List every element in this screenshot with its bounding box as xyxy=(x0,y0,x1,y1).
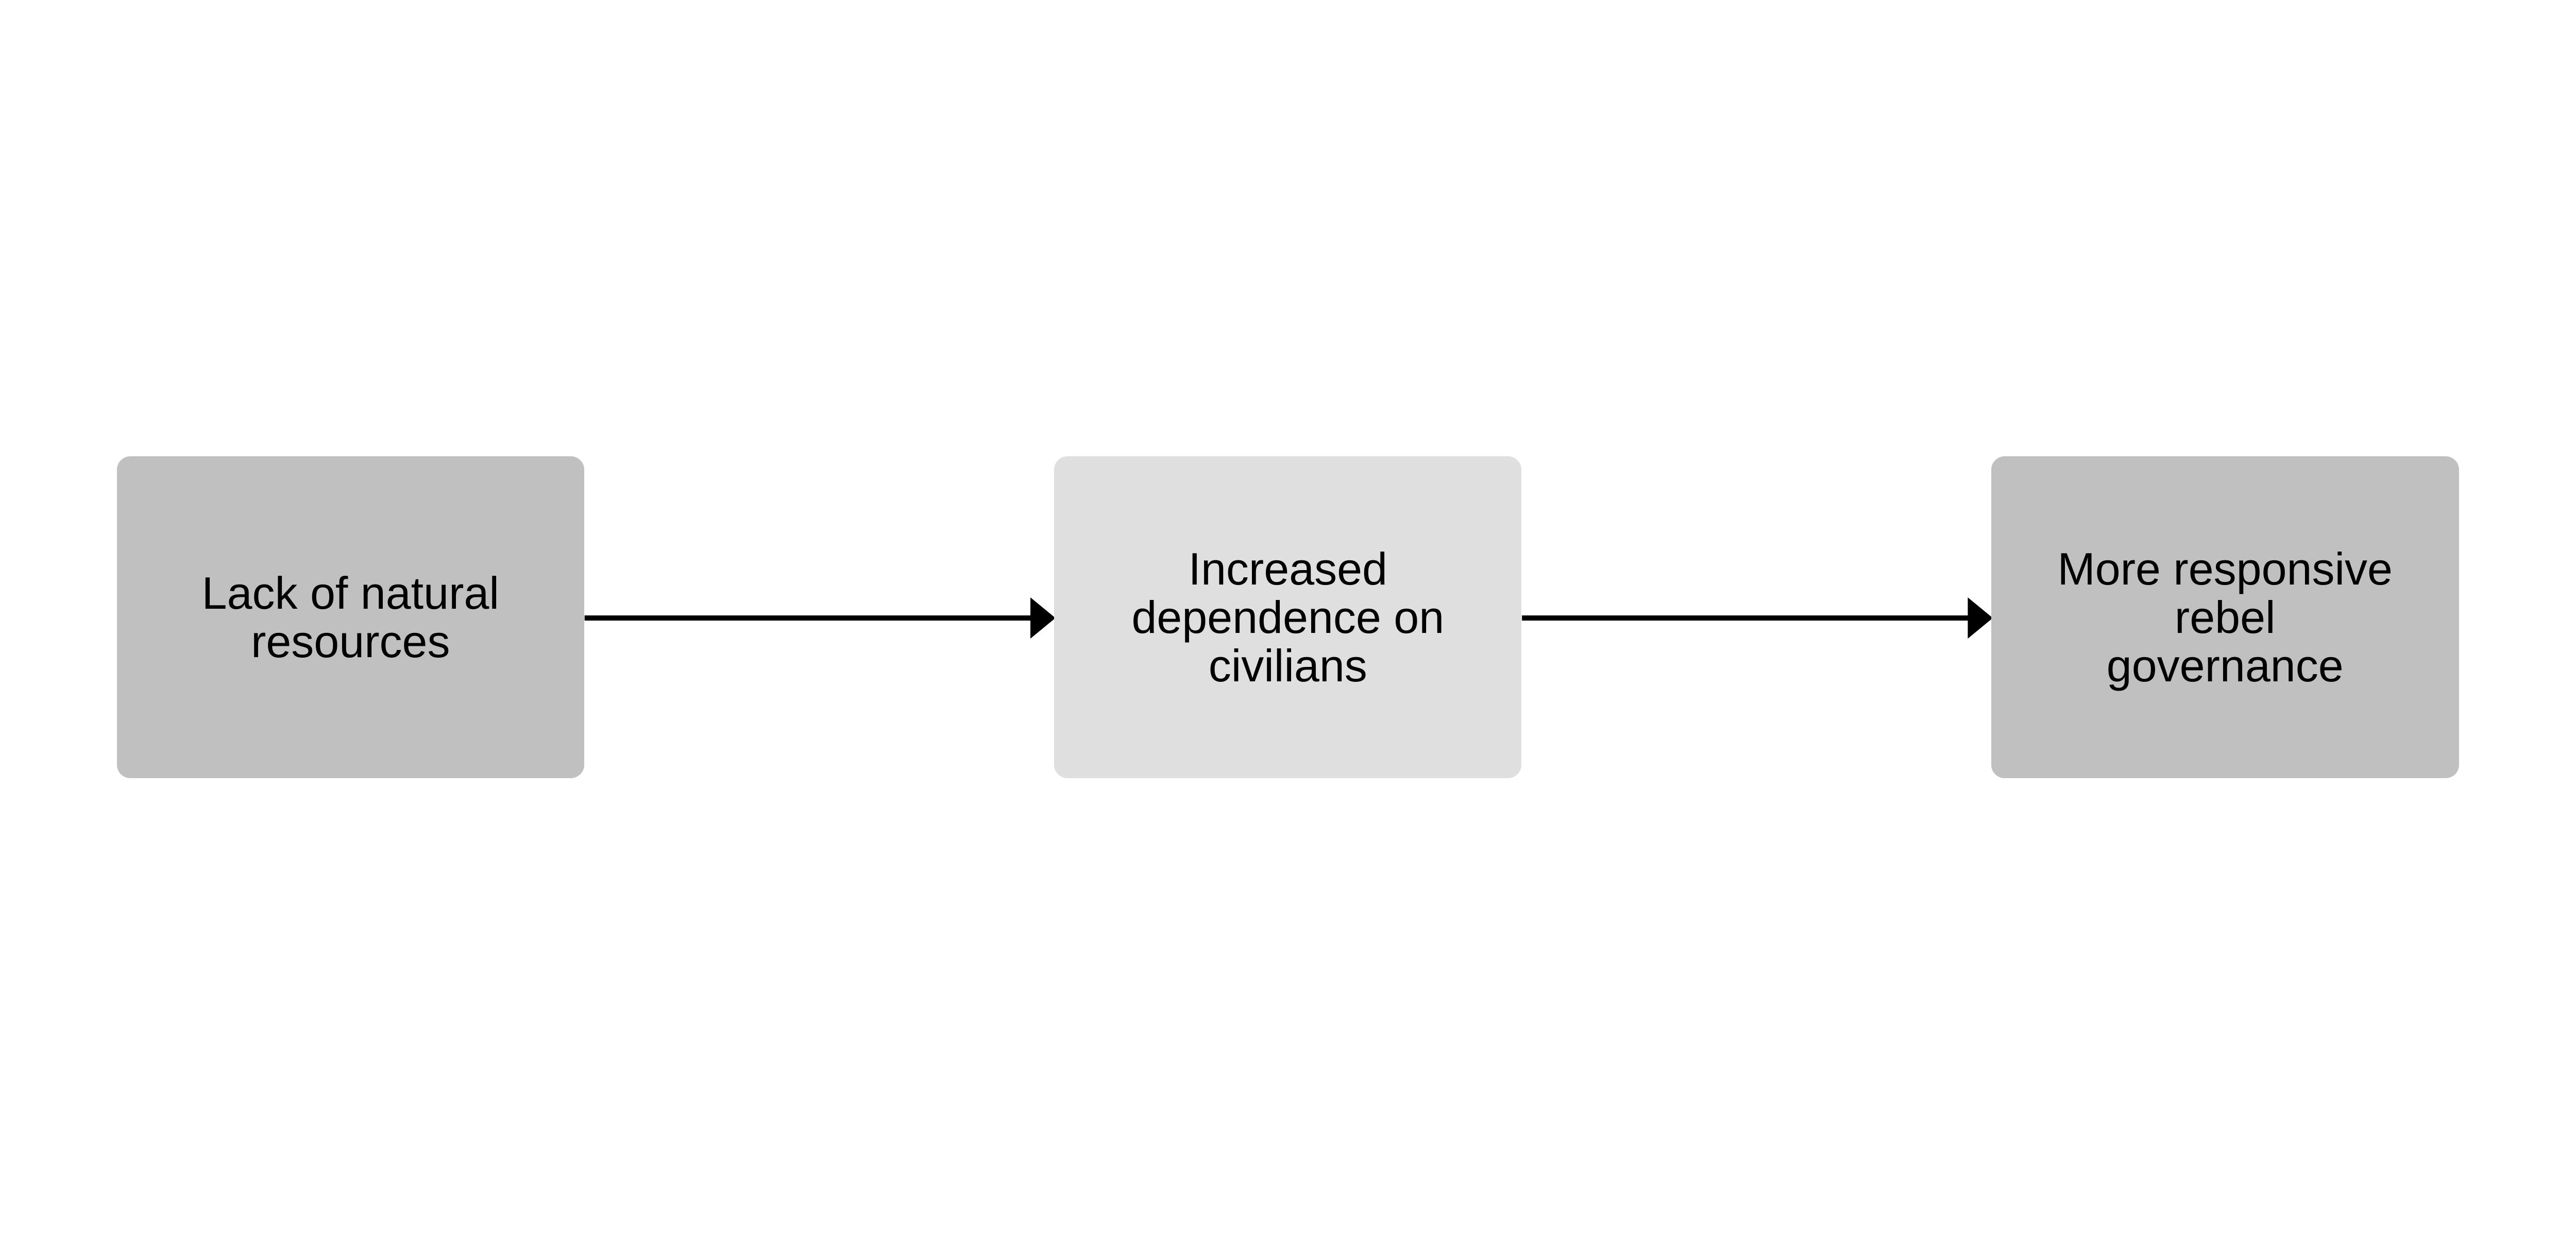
arrow-dependence-to-governance xyxy=(1522,597,1993,639)
node-label: Increased dependence on civilians xyxy=(1131,543,1445,691)
node-lack-of-natural-resources: Lack of natural resources xyxy=(116,456,584,778)
arrow-lack-to-dependence xyxy=(584,597,1056,639)
node-increased-dependence-on-civilians: Increased dependence on civilians xyxy=(1054,456,1522,778)
node-label: More responsive rebel governance xyxy=(2057,543,2393,691)
node-more-responsive-rebel-governance: More responsive rebel governance xyxy=(1991,456,2459,778)
node-label: Lack of natural resources xyxy=(201,567,499,667)
